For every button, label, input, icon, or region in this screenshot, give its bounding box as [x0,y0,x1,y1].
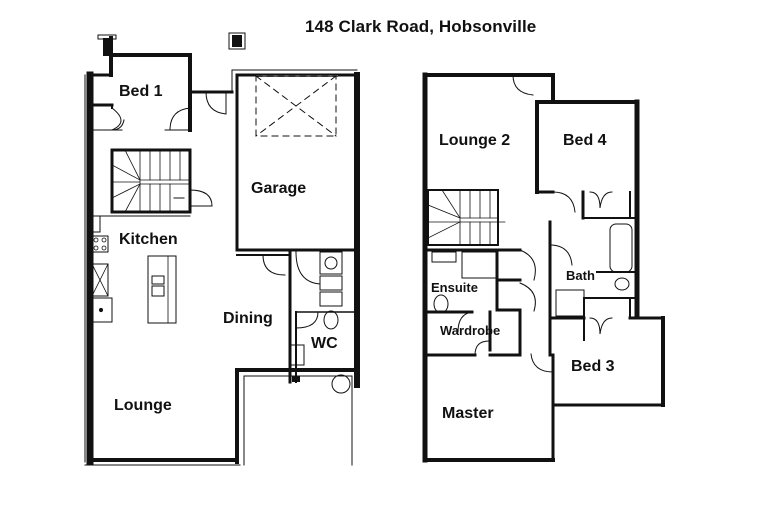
plan-title: 148 Clark Road, Hobsonville [305,17,537,36]
room-label-lounge2: Lounge 2 [439,132,511,149]
room-label-lounge: Lounge [114,397,172,414]
room-label-bath: Bath [566,268,595,283]
room-label-master: Master [442,405,494,422]
room-label-kitchen: Kitchen [119,231,178,248]
room-label-wc: WC [311,335,338,352]
room-label-garage: Garage [251,180,307,197]
room-label-bed4: Bed 4 [563,132,607,149]
room-label-bed1: Bed 1 [119,83,163,100]
room-label-dining: Dining [223,310,273,327]
room-label-ensuite: Ensuite [431,280,478,295]
room-label-wardrobe: Wardrobe [440,323,501,338]
room-label-bed3: Bed 3 [571,358,615,375]
